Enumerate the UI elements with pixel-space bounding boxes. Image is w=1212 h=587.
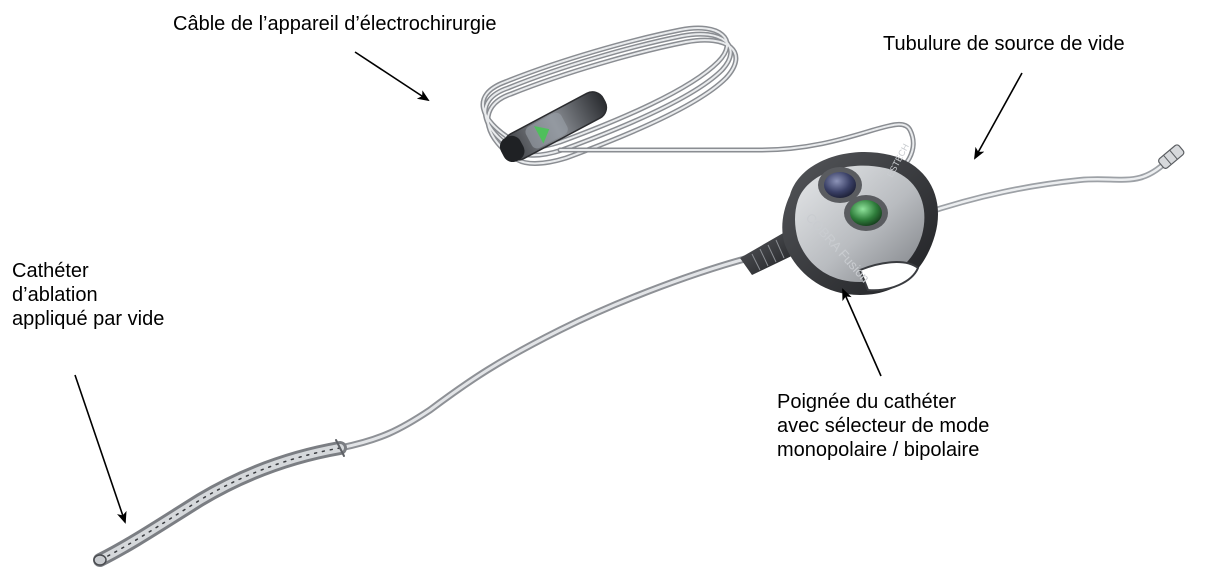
cable-coil xyxy=(483,28,913,175)
catheter-tip-end xyxy=(94,555,106,565)
label-line: monopolaire / bipolaire xyxy=(777,438,989,462)
label-line: appliqué par vide xyxy=(12,307,164,331)
vacuum-tubing xyxy=(920,158,1170,215)
label-catheter-handle: Poignée du cathéter avec sélecteur de mo… xyxy=(777,390,989,462)
catheter-handle: COBRA Fusion ESTECH xyxy=(782,142,938,295)
luer-connector xyxy=(1157,144,1185,170)
catheter-shaft xyxy=(340,255,760,448)
arrow-cable xyxy=(355,52,428,100)
label-line: avec sélecteur de mode xyxy=(777,414,989,438)
label-line: Tubulure de source de vide xyxy=(883,32,1125,56)
label-electrosurgical-cable: Câble de l’appareil d’électrochirurgie xyxy=(173,12,497,36)
arrow-handle xyxy=(843,290,881,376)
bipolar-button[interactable] xyxy=(850,200,882,226)
ablation-tip xyxy=(100,440,344,560)
label-vacuum-tubing: Tubulure de source de vide xyxy=(883,32,1125,56)
label-line: Poignée du cathéter xyxy=(777,390,989,414)
monopolar-button[interactable] xyxy=(824,172,856,198)
arrow-vacuum-tubing xyxy=(975,73,1022,158)
label-ablation-catheter: Cathéter d’ablation appliqué par vide xyxy=(12,259,164,331)
label-line: Câble de l’appareil d’électrochirurgie xyxy=(173,12,497,36)
label-line: d’ablation xyxy=(12,283,164,307)
arrow-catheter xyxy=(75,375,125,522)
label-line: Cathéter xyxy=(12,259,164,283)
